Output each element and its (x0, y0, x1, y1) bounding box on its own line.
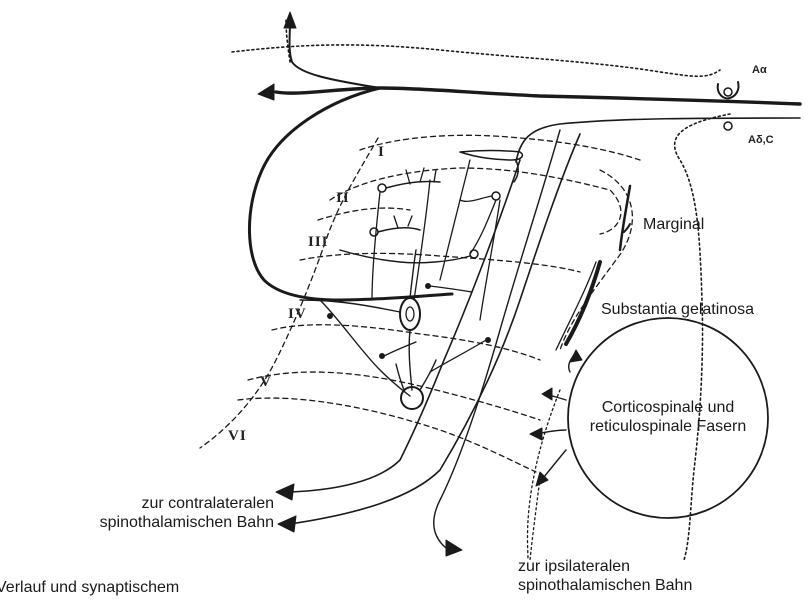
lamina-iii-label: III (308, 234, 329, 251)
lamina-boundary-2 (330, 168, 621, 234)
corticospinal-label: Corticospinale und reticulospinale Faser… (568, 398, 768, 436)
lamina-iv-label: IV (288, 306, 307, 323)
corticospinal-line-2: reticulospinale Fasern (568, 417, 768, 436)
fiber-a-delta-c-label: Aδ,C (748, 134, 774, 146)
collateral-loop (249, 88, 452, 300)
arrowhead-left-top (258, 84, 274, 100)
arrowhead-ipsi-down (446, 540, 462, 556)
right-boundary-dotted (675, 114, 730, 560)
projection-axon-1 (290, 160, 520, 492)
ganglion-a-delta (724, 122, 732, 130)
ipsilateral-label: zur ipsilateralen spinothalamischen Bahn (518, 557, 692, 595)
ipsilateral-line-2: spinothalamischen Bahn (518, 576, 692, 595)
lamina-v-label: V (260, 374, 272, 391)
substantia-bar (566, 262, 600, 344)
dendrite-tree-3 (440, 160, 470, 280)
contralateral-line-2: spinothalamischen Bahn (46, 513, 274, 532)
lamina-boundary-1 (360, 135, 640, 160)
lamina-ii-label: II (336, 190, 350, 207)
lamina-boundary-4 (300, 253, 580, 272)
lamina-vi-label: VI (228, 428, 247, 445)
caption-fragment: Verlauf und synaptischem (0, 578, 179, 597)
lamina-boundary-7 (238, 398, 536, 472)
afferent-arrow-up (290, 22, 381, 88)
dendrite-tree-2 (414, 180, 430, 300)
arrowhead-contra-1 (276, 484, 294, 500)
contralateral-label: zur contralateralen spinothalamischen Ba… (46, 494, 274, 532)
marginal-tick (624, 224, 630, 232)
marginal-label: Marginal (643, 215, 704, 234)
lamina-boundary-3 (318, 208, 410, 220)
dorsal-horn-right-edge (560, 170, 632, 350)
ipsilateral-line-1: zur ipsilateralen (518, 557, 692, 576)
marginal-bar (620, 186, 630, 250)
contralateral-line-1: zur contralateralen (46, 494, 274, 513)
lamina-i-label: I (378, 144, 385, 161)
arrowhead-contra-2 (278, 516, 296, 532)
lamina-boundary-6 (248, 372, 540, 420)
substantia-thin (556, 262, 596, 350)
neuron-lamina-iv (400, 298, 420, 330)
neuron-lamina-ii-3 (492, 192, 500, 200)
neuron-lamina-ii-1 (378, 184, 386, 192)
substantia-gelatinosa-label: Substantia gelatinosa (601, 300, 754, 319)
marginal-cell (460, 151, 522, 161)
corticospinal-line-1: Corticospinale und (568, 398, 768, 417)
projection-axon-2 (290, 134, 580, 524)
fiber-a-alpha-label: Aα (752, 64, 767, 76)
